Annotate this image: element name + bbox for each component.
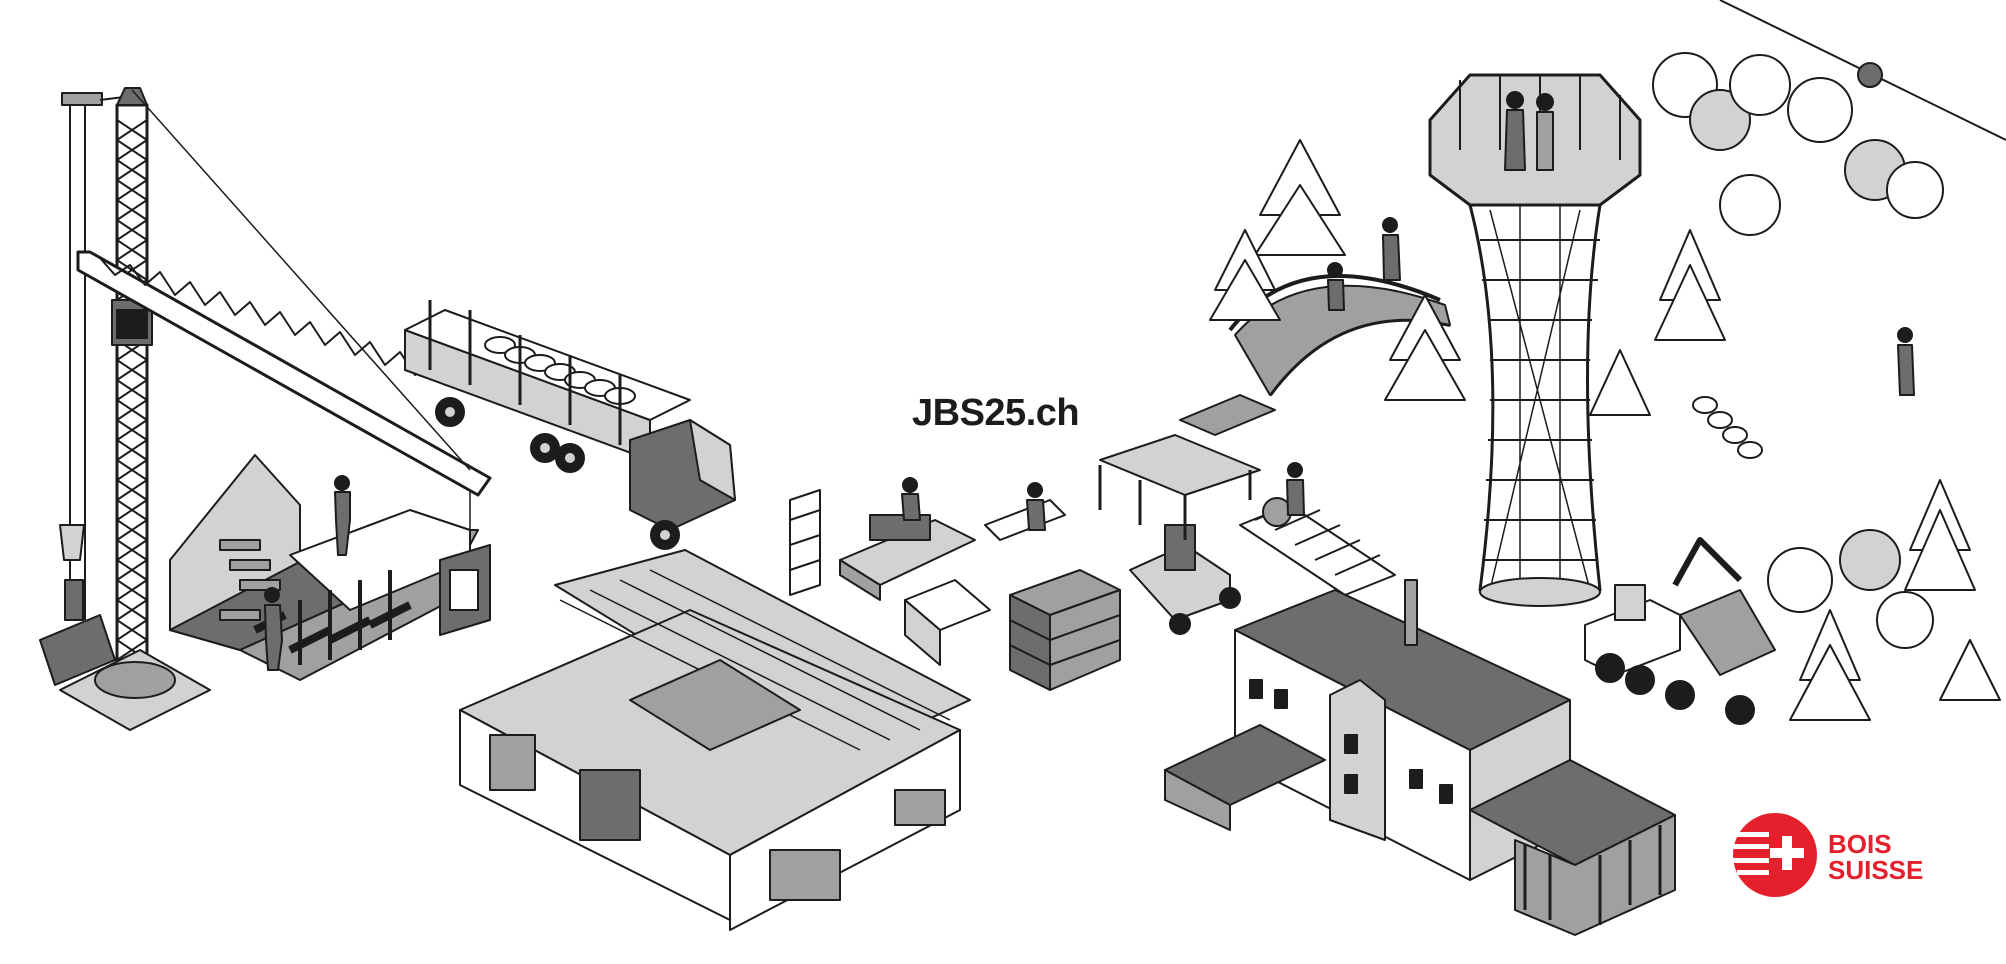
house-frame-construction xyxy=(169,454,491,681)
sawmill xyxy=(1164,579,1676,936)
worker-figure xyxy=(264,475,351,671)
bois-suisse-logo: BOIS SUISSE xyxy=(1725,810,1935,900)
forest xyxy=(1209,0,2006,725)
bois-suisse-logo-mark xyxy=(1733,813,1817,897)
wooden-bridge xyxy=(1228,217,1451,397)
modern-wood-building xyxy=(459,549,971,931)
logo-text-line1: BOIS xyxy=(1828,829,1892,859)
observation-tower xyxy=(1428,73,1642,607)
carpentry-workshop xyxy=(789,394,1396,691)
log-truck xyxy=(404,300,736,550)
logo-text-line2: SUISSE xyxy=(1828,855,1924,885)
site-url-headline[interactable]: JBS25.ch xyxy=(912,392,1080,434)
tower-crane xyxy=(39,87,492,731)
